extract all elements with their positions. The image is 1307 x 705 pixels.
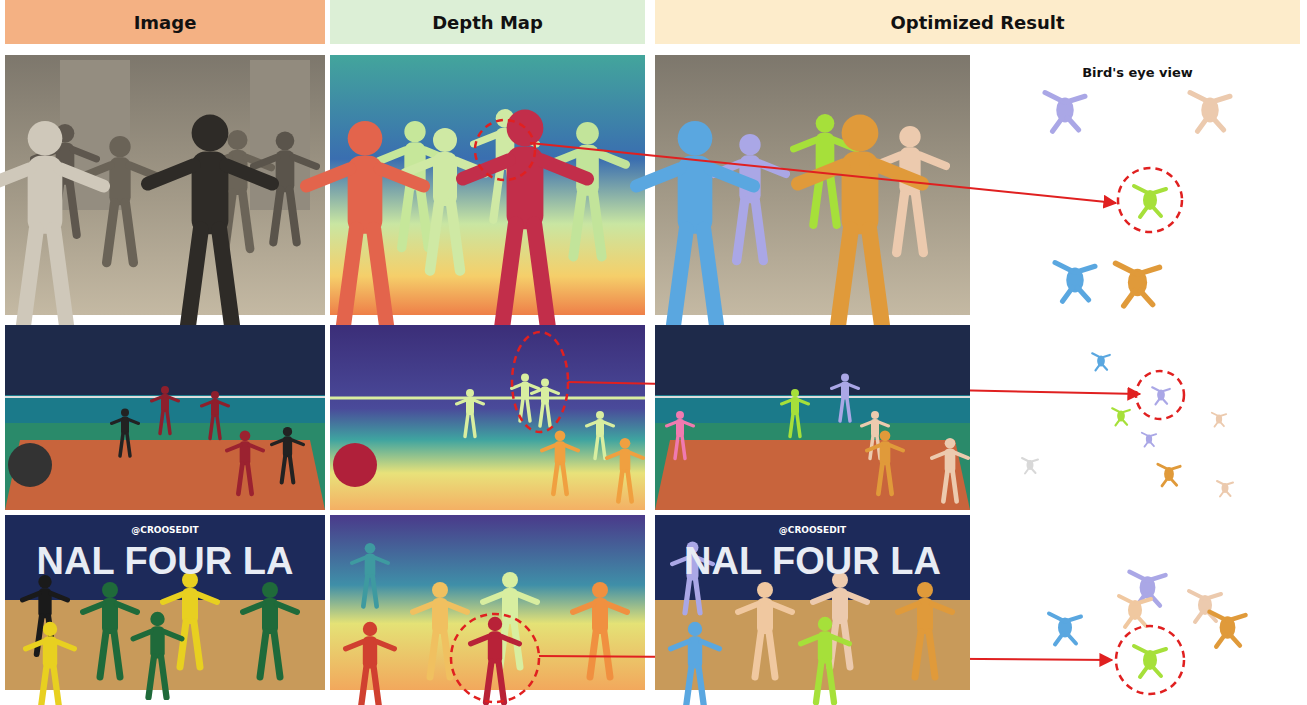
column-header: Depth Map [330,0,645,44]
label-holder: @CROOSEDIT [655,518,970,537]
label-holder: @CROOSEDIT [5,518,325,537]
header-text: Optimized Result [890,12,1064,33]
scene-text: NAL FOUR LA [37,540,294,582]
scene-text: NAL FOUR LA [684,540,941,582]
label-holder: NAL FOUR LA [655,540,970,583]
column-header: Image [5,0,325,44]
scene-text: @CROOSEDIT [131,525,198,535]
column-header: Optimized Result [655,0,1300,44]
scene-text: @CROOSEDIT [779,525,846,535]
label-holder: Bird's eye view [975,62,1300,81]
header-text: Image [134,12,197,33]
label-holder: NAL FOUR LA [5,540,325,583]
header-text: Depth Map [432,12,543,33]
panel-title: Bird's eye view [1079,65,1196,80]
